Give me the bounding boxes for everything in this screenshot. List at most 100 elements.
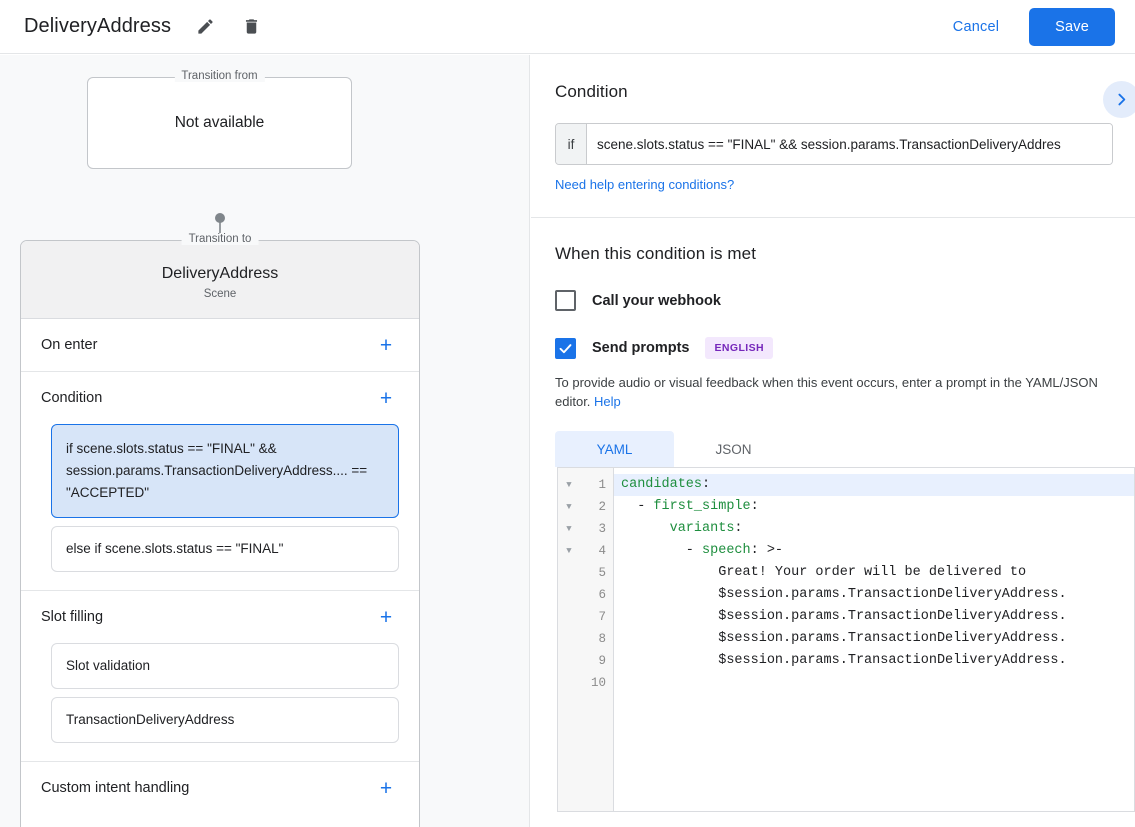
list-item[interactable]: if scene.slots.status == "FINAL" && sess… xyxy=(51,424,399,518)
transition-from-card[interactable]: Transition from Not available xyxy=(87,70,352,169)
list-item[interactable]: TransactionDeliveryAddress xyxy=(51,697,399,743)
condition-help-link[interactable]: Need help entering conditions? xyxy=(555,177,735,192)
editor-gutter-line: 10 xyxy=(558,672,613,694)
editor-code-line: - speech: >- xyxy=(614,540,1134,562)
prompt-hint-help-link[interactable]: Help xyxy=(594,394,621,409)
section-condition: Condition + if scene.slots.status == "FI… xyxy=(21,372,419,591)
send-prompts-label: Send prompts xyxy=(592,340,690,356)
section-slot-filling: Slot filling + Slot validation Transacti… xyxy=(21,591,419,762)
add-condition-button[interactable]: + xyxy=(373,385,399,411)
tab-yaml[interactable]: YAML xyxy=(555,431,674,467)
editor-format-tabs: YAML JSON xyxy=(555,431,1113,467)
webhook-row: Call your webhook xyxy=(555,290,1113,311)
section-custom-intent-handling: Custom intent handling + xyxy=(21,762,419,814)
chevron-right-icon xyxy=(1118,93,1126,106)
slot-filling-list: Slot validation TransactionDeliveryAddre… xyxy=(41,643,399,761)
line-number: 7 xyxy=(598,610,606,624)
fold-caret-icon[interactable]: ▼ xyxy=(566,502,572,512)
section-title-condition: Condition xyxy=(41,390,103,406)
check-icon xyxy=(559,343,572,353)
trash-icon[interactable] xyxy=(239,15,263,39)
editor-code-line: Great! Your order will be delivered to xyxy=(614,562,1134,584)
editor-gutter-line: 5 xyxy=(558,562,613,584)
add-slot-filling-button[interactable]: + xyxy=(373,604,399,630)
condition-input[interactable] xyxy=(587,124,1112,164)
line-number: 8 xyxy=(598,632,606,646)
section-title-custom-intent: Custom intent handling xyxy=(41,780,190,796)
code-token xyxy=(621,521,670,536)
fold-caret-icon[interactable]: ▼ xyxy=(566,546,572,556)
save-button[interactable]: Save xyxy=(1029,7,1115,46)
editor-code-line: candidates: xyxy=(614,474,1134,496)
code-token: $session.params.TransactionDeliveryAddre… xyxy=(621,609,1067,624)
send-prompts-checkbox[interactable] xyxy=(555,337,576,359)
editor-gutter-line: ▼1 xyxy=(558,474,613,496)
editor-code-area[interactable]: candidates: - first_simple: variants: - … xyxy=(614,468,1134,811)
tab-json[interactable]: JSON xyxy=(674,431,793,467)
send-prompts-row: Send prompts ENGLISH xyxy=(555,337,1113,359)
prompt-hint-text: To provide audio or visual feedback when… xyxy=(555,375,1098,409)
editor-gutter-line: 7 xyxy=(558,606,613,628)
code-token: $session.params.TransactionDeliveryAddre… xyxy=(621,653,1067,668)
editor-code-line: $session.params.TransactionDeliveryAddre… xyxy=(614,606,1134,628)
editor-code-line xyxy=(614,672,1134,694)
scene-card-header: Transition to DeliveryAddress Scene xyxy=(21,233,419,319)
scene-type: Scene xyxy=(203,288,237,300)
code-token: : xyxy=(702,477,711,492)
code-token: candidates xyxy=(621,477,703,492)
cancel-button[interactable]: Cancel xyxy=(941,10,1011,44)
fold-caret-icon[interactable]: ▼ xyxy=(566,480,572,490)
trash-icon-glyph xyxy=(245,19,257,34)
page-title: DeliveryAddress xyxy=(24,15,172,37)
code-token: $session.params.TransactionDeliveryAddre… xyxy=(621,587,1067,602)
section-title-on-enter: On enter xyxy=(41,337,98,353)
editor-gutter-line: 6 xyxy=(558,584,613,606)
section-on-enter: On enter + xyxy=(21,319,419,372)
add-custom-intent-button[interactable]: + xyxy=(373,775,399,801)
transition-from-value: Not available xyxy=(174,114,265,131)
call-webhook-checkbox[interactable] xyxy=(555,290,576,311)
prompt-hint: To provide audio or visual feedback when… xyxy=(555,373,1113,411)
line-number: 1 xyxy=(598,478,606,492)
editor-gutter-line: ▼3 xyxy=(558,518,613,540)
editor-gutter-line: 8 xyxy=(558,628,613,650)
code-token: variants xyxy=(669,521,735,536)
editor-gutter-line: ▼2 xyxy=(558,496,613,518)
line-number: 6 xyxy=(598,588,606,602)
condition-editor-section: Condition if Need help entering conditio… xyxy=(531,55,1135,218)
line-number: 9 xyxy=(598,654,606,668)
editor-code-line: variants: xyxy=(614,518,1134,540)
fold-caret-icon[interactable]: ▼ xyxy=(566,524,572,534)
list-item[interactable]: Slot validation xyxy=(51,643,399,689)
code-token: speech xyxy=(702,543,751,558)
code-token: : xyxy=(750,499,759,514)
condition-heading: Condition xyxy=(555,82,628,101)
right-detail-panel: Condition if Need help entering conditio… xyxy=(531,55,1135,827)
line-number: 4 xyxy=(598,544,606,558)
code-token: - xyxy=(621,543,703,558)
when-met-heading: When this condition is met xyxy=(555,244,757,263)
pencil-icon-glyph xyxy=(197,19,213,34)
section-head-condition: Condition + xyxy=(41,372,399,424)
code-token: : xyxy=(734,521,743,536)
list-item[interactable]: else if scene.slots.status == "FINAL" xyxy=(51,526,399,572)
section-head-on-enter: On enter + xyxy=(41,319,399,371)
condition-input-row: if xyxy=(555,123,1113,165)
section-head-slot-filling: Slot filling + xyxy=(41,591,399,643)
code-token: Great! Your order will be delivered to xyxy=(621,565,1027,580)
language-badge: ENGLISH xyxy=(705,337,773,359)
add-on-enter-button[interactable]: + xyxy=(373,332,399,358)
editor-gutter-line: ▼4 xyxy=(558,540,613,562)
next-panel-button[interactable] xyxy=(1103,81,1135,118)
transition-to-card: Transition to DeliveryAddress Scene On e… xyxy=(20,233,420,827)
editor-code-line: $session.params.TransactionDeliveryAddre… xyxy=(614,628,1134,650)
when-condition-met-section: When this condition is met Call your web… xyxy=(531,218,1135,812)
section-title-slot-filling: Slot filling xyxy=(41,609,104,625)
editor-gutter-line: 9 xyxy=(558,650,613,672)
pencil-icon[interactable] xyxy=(193,15,217,39)
transition-from-legend: Transition from xyxy=(174,70,265,82)
code-token: first_simple xyxy=(653,499,751,514)
left-graph-panel: Transition from Not available Transition… xyxy=(0,55,530,827)
